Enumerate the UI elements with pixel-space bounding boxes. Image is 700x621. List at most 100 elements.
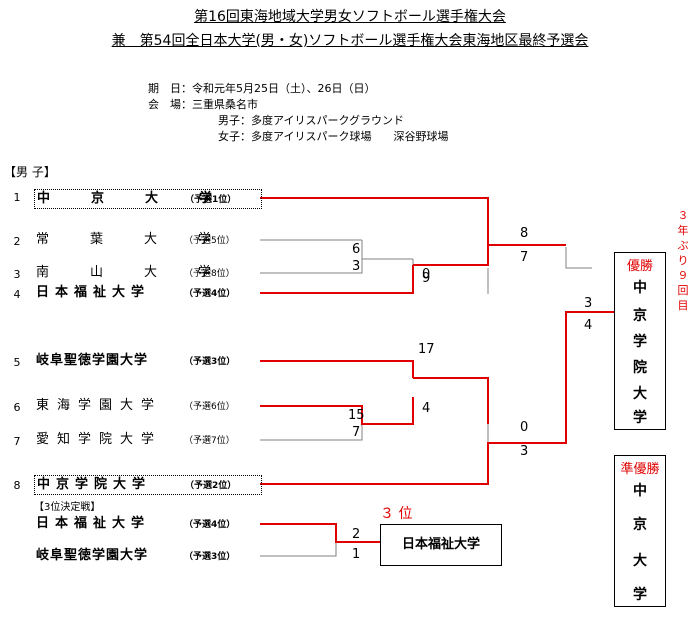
champion-char: 大 [633, 386, 647, 402]
champion-note-char: 目 [677, 299, 689, 312]
score-r1-m3-bottom: 7 [352, 425, 361, 440]
runnerup-label: 準優勝 [620, 462, 660, 477]
line-team4-r1 [260, 265, 414, 294]
team-seed: （予選7位） [184, 436, 235, 446]
third-place-team-2: 岐阜聖徳学園大学 （予選3位） [34, 547, 260, 565]
score-final-top: 3 [584, 296, 593, 311]
line-team5-r1 [260, 360, 414, 378]
team-number: 3 [13, 268, 21, 281]
team-3: 南 山 大 学（予選8位） [34, 264, 260, 282]
line-final-winner [565, 311, 614, 342]
champion-char: 学 [633, 334, 647, 350]
third-place-title: ３ 位 [380, 506, 413, 522]
score-sf2-bottom: 3 [520, 444, 529, 459]
team-seed: （予選3位） [184, 552, 236, 562]
score-r1-m2-top: 6 [352, 242, 361, 257]
champion-note: ３ 年 ぶ り ９ 回 目 [675, 208, 691, 313]
champion-note-char: ぶ [677, 239, 689, 252]
team-2: 常 葉 大 学（予選5位） [34, 231, 260, 249]
third-place-winner: 日本福祉大学 [380, 524, 502, 566]
info-venue-men: 男子：多度アイリスパークグラウンド [218, 114, 405, 127]
team-number: 8 [13, 479, 21, 492]
score-r2-m2-top: 17 [418, 342, 435, 357]
score-sf1-bottom: 7 [520, 250, 529, 265]
team-1: 中 京 大 学（予選1位） [34, 189, 262, 209]
team-number: 7 [13, 435, 21, 448]
runnerup-char: 京 [633, 517, 647, 533]
team-seed: （予選1位） [185, 195, 237, 205]
info-venue-women: 女子：多度アイリスパーク球場 深谷野球場 [218, 130, 449, 143]
team-seed: （予選5位） [184, 236, 235, 246]
team-name: 中京学院大学 [37, 477, 152, 492]
line-team5-r2 [413, 377, 489, 424]
team-6: 東海学園大学 （予選6位） [34, 397, 260, 415]
runnerup-char: 中 [633, 483, 647, 499]
team-4: 日本福祉大学 （予選4位） [34, 284, 260, 302]
team-name: 愛知学院大学 [36, 432, 163, 447]
line-team3-r1 [260, 240, 363, 274]
team-seed: （予選6位） [184, 402, 235, 412]
runnerup-char: 大 [633, 553, 647, 569]
score-third-bottom: 1 [352, 547, 361, 562]
team-name: 日本福祉大学 [36, 516, 151, 531]
champion-label: 優勝 [626, 259, 653, 274]
title-line-1: 第16回東海地域大学男女ソフトボール選手権大会 [194, 9, 506, 25]
score-r2-m1-top: 0 [422, 267, 431, 282]
team-seed: （予選4位） [184, 520, 236, 530]
champion-note-char: 回 [677, 284, 689, 297]
champion-note-char: り [677, 254, 689, 267]
team-number: 5 [13, 356, 21, 369]
third-place-team-1: 日本福祉大学 （予選4位） [34, 515, 260, 533]
team-number: 2 [13, 235, 21, 248]
score-third-top: 2 [352, 527, 361, 542]
score-r2-m2-bottom: 4 [422, 401, 431, 416]
champion-char: 学 [633, 410, 647, 426]
score-final-bottom: 4 [584, 318, 593, 333]
team-name: 岐阜聖徳学園大学 [36, 353, 149, 368]
champion-char: 京 [633, 308, 647, 324]
team-7: 愛知学院大学 （予選7位） [34, 431, 260, 449]
team-name: 日本福祉大学 [36, 285, 151, 300]
team-name: 中 京 大 学 [37, 191, 227, 206]
team-name: 岐阜聖徳学園大学 [36, 548, 149, 563]
score-r1-m3-top: 15 [348, 408, 365, 423]
champion-char: 中 [633, 280, 647, 296]
line-team7-r1 [260, 424, 363, 441]
team-seed: （予選3位） [184, 357, 236, 367]
runnerup-box: 準優勝 中 京 大 学 [614, 455, 666, 607]
team-number: 1 [13, 191, 21, 204]
team-number: 6 [13, 401, 21, 414]
line-team8-path [260, 342, 567, 485]
score-r2-m1-bottom: 9 [422, 271, 431, 286]
line-team4-r2 [413, 245, 489, 266]
score-sf2-top: 0 [520, 420, 529, 435]
champion-char: 院 [633, 360, 647, 376]
team-number: 4 [13, 288, 21, 301]
champion-note-char: ９ [677, 269, 689, 282]
section-men-label: 【男 子】 [4, 165, 56, 179]
team-seed: （予選4位） [184, 289, 236, 299]
info-venue: 会 場：三重県桑名市 [148, 98, 258, 111]
team-seed: （予選2位） [185, 481, 237, 491]
team-name: 常 葉 大 学 [36, 232, 226, 247]
champion-note-char: 年 [677, 224, 689, 237]
score-r1-m2-bottom: 3 [352, 259, 361, 274]
team-name: 南 山 大 学 [36, 265, 226, 280]
line-third-lower [260, 542, 337, 557]
line-team6-r1 [260, 397, 414, 425]
line-team1-path [260, 197, 566, 246]
champion-note-char: ３ [677, 209, 689, 222]
line-final-upper-grey [565, 247, 592, 269]
team-5: 岐阜聖徳学園大学 （予選3位） [34, 352, 260, 370]
title-line-2: 兼 第54回全日本大学(男・女)ソフトボール選手権大会東海地区最終予選会 [111, 33, 589, 49]
runnerup-char: 学 [633, 587, 647, 603]
info-date: 期 日：令和元年5月25日（土）、26日（日） [148, 82, 376, 95]
third-place-label: 【3位決定戦】 [34, 502, 101, 513]
team-seed: （予選8位） [184, 269, 235, 279]
team-8: 中京学院大学 （予選2位） [34, 475, 262, 495]
team-name: 東海学園大学 [36, 398, 163, 413]
champion-box: 優勝 中 京 学 院 大 学 [614, 252, 666, 430]
line-third-winner [260, 523, 380, 543]
score-sf1-top: 8 [520, 226, 529, 241]
